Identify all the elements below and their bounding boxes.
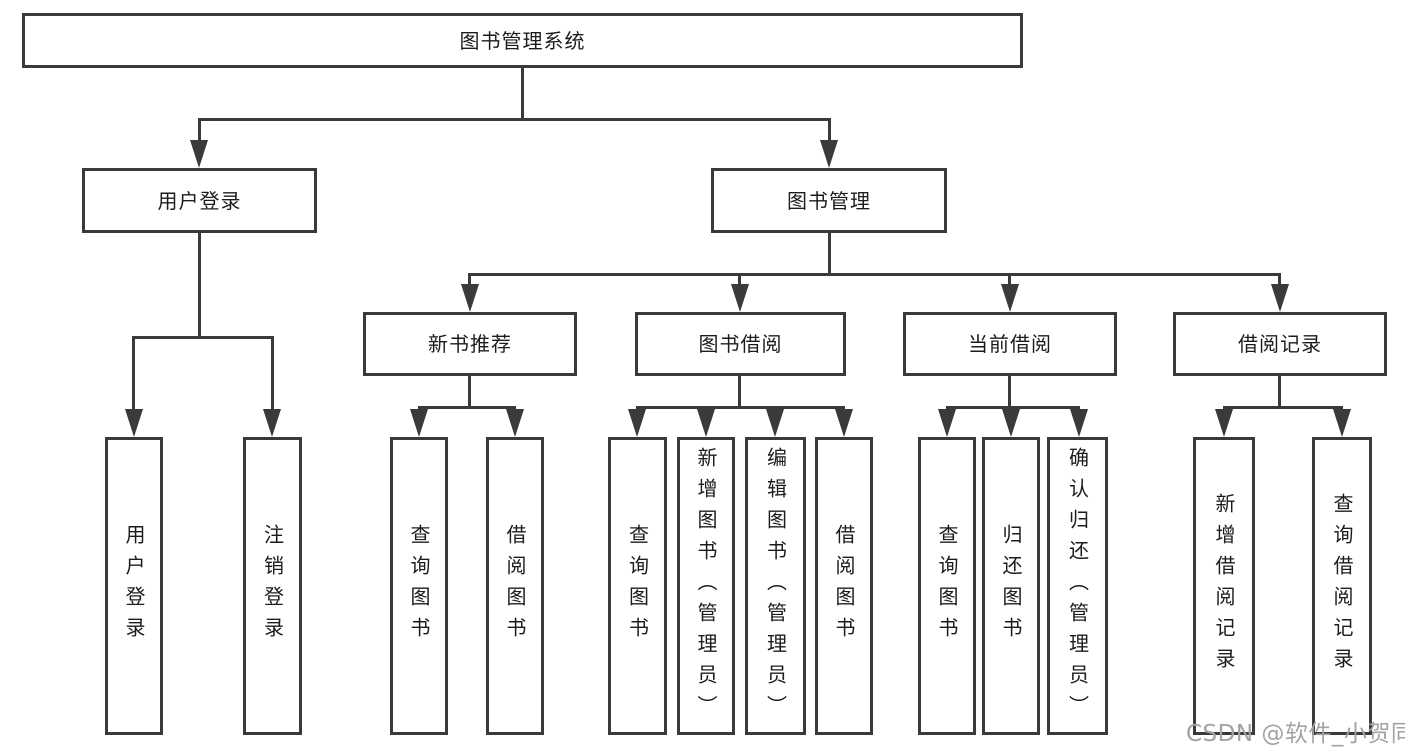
- connector-level3-bar: [469, 273, 1281, 276]
- node-label: 查询图书: [625, 524, 650, 648]
- arrow-into-leaf-logout: [263, 409, 281, 437]
- leaf-records-add-record: 新增借阅记录: [1193, 437, 1255, 735]
- csdn-watermark: CSDN @软件_小贺同学: [1186, 721, 1405, 747]
- connector-new-books-bar: [418, 406, 516, 409]
- node-library-management-system: 图书管理系统: [22, 13, 1023, 68]
- arrow-into-bb-add: [697, 409, 715, 437]
- connector-user-login-stem: [198, 233, 201, 336]
- connector-drop-borrow-records: [1278, 273, 1281, 285]
- arrow-into-bb-borrow: [835, 409, 853, 437]
- node-label: 确认归还（管理员）: [1065, 446, 1090, 726]
- connector-current-borrow-stem: [1008, 375, 1011, 406]
- leaf-user-login: 用户登录: [105, 437, 163, 735]
- leaf-borrow-edit-books-admin: 编辑图书（管理员）: [745, 437, 806, 735]
- node-label: 新书推荐: [428, 332, 512, 356]
- connector-book-mgmt-stem: [828, 233, 831, 273]
- node-label: 借阅图书: [832, 524, 856, 648]
- node-label: 图书管理: [787, 188, 871, 213]
- arrow-into-rec-add: [1215, 409, 1233, 437]
- connector-new-books-stem: [468, 375, 471, 406]
- connector-current-borrow-bar: [946, 406, 1080, 409]
- connector-root-stem: [521, 68, 524, 118]
- connector-borrow-records-bar: [1223, 406, 1343, 409]
- node-label: 归还图书: [999, 524, 1023, 648]
- node-label: 图书管理系统: [459, 28, 586, 53]
- arrow-into-cb-return: [1002, 409, 1020, 437]
- node-label: 当前借阅: [968, 332, 1052, 356]
- leaf-logout: 注销登录: [243, 437, 302, 735]
- node-book-management: 图书管理: [711, 168, 947, 233]
- arrow-into-new-books: [461, 284, 479, 312]
- node-label: 借阅图书: [503, 524, 527, 648]
- leaf-newbooks-query-books: 查询图书: [390, 437, 448, 735]
- connector-drop-leaf-login: [132, 336, 135, 409]
- arrow-into-user-login: [190, 140, 208, 168]
- node-label: 查询图书: [935, 524, 959, 648]
- connector-user-login-bar: [133, 336, 274, 339]
- connector-drop-current-borrow: [1008, 273, 1011, 285]
- arrow-into-book-mgmt: [820, 140, 838, 168]
- connector-drop-book-mgmt: [828, 118, 831, 141]
- leaf-records-query-record: 查询借阅记录: [1312, 437, 1372, 735]
- node-label: 图书借阅: [698, 332, 783, 356]
- leaf-borrow-add-books-admin: 新增图书（管理员）: [677, 437, 735, 735]
- node-label: 新增借阅记录: [1212, 493, 1236, 679]
- arrow-into-rec-query: [1333, 409, 1351, 437]
- connector-borrow-records-stem: [1278, 375, 1281, 406]
- node-label: 用户登录: [157, 188, 242, 213]
- connector-level2-bar: [198, 118, 831, 121]
- connector-drop-leaf-logout: [271, 336, 274, 409]
- leaf-current-return-books: 归还图书: [982, 437, 1040, 735]
- arrow-into-current-borrow: [1001, 284, 1019, 312]
- arrow-into-cb-query: [938, 409, 956, 437]
- leaf-current-confirm-return-admin: 确认归还（管理员）: [1047, 437, 1108, 735]
- arrow-into-nb-borrow: [506, 409, 524, 437]
- node-label: 查询图书: [407, 524, 431, 648]
- node-new-book-recommend: 新书推荐: [363, 312, 577, 376]
- node-label: 借阅记录: [1238, 332, 1322, 356]
- arrow-into-nb-query: [410, 409, 428, 437]
- arrow-into-book-borrow: [731, 284, 749, 312]
- connector-book-borrow-bar: [636, 406, 845, 409]
- arrow-into-bb-query: [628, 409, 646, 437]
- arrow-into-borrow-records: [1271, 284, 1289, 312]
- arrow-into-leaf-login: [125, 409, 143, 437]
- connector-drop-new-books: [468, 273, 471, 285]
- node-borrow-records: 借阅记录: [1173, 312, 1387, 376]
- node-label: 新增图书（管理员）: [694, 446, 718, 726]
- node-book-borrow: 图书借阅: [635, 312, 846, 376]
- leaf-newbooks-borrow-books: 借阅图书: [486, 437, 544, 735]
- connector-drop-book-borrow: [738, 273, 741, 285]
- node-label: 查询借阅记录: [1330, 493, 1354, 679]
- connector-drop-user-login: [198, 118, 201, 141]
- node-label: 用户登录: [122, 524, 146, 648]
- arrow-into-cb-confirm: [1070, 409, 1088, 437]
- leaf-borrow-query-books: 查询图书: [608, 437, 667, 735]
- arrow-into-bb-edit: [766, 409, 784, 437]
- node-label: 注销登录: [260, 524, 285, 648]
- leaf-borrow-borrow-books: 借阅图书: [815, 437, 873, 735]
- node-label: 编辑图书（管理员）: [763, 446, 788, 726]
- connector-book-borrow-stem: [738, 375, 741, 406]
- node-current-borrow: 当前借阅: [903, 312, 1117, 376]
- node-user-login: 用户登录: [82, 168, 317, 233]
- leaf-current-query-books: 查询图书: [918, 437, 976, 735]
